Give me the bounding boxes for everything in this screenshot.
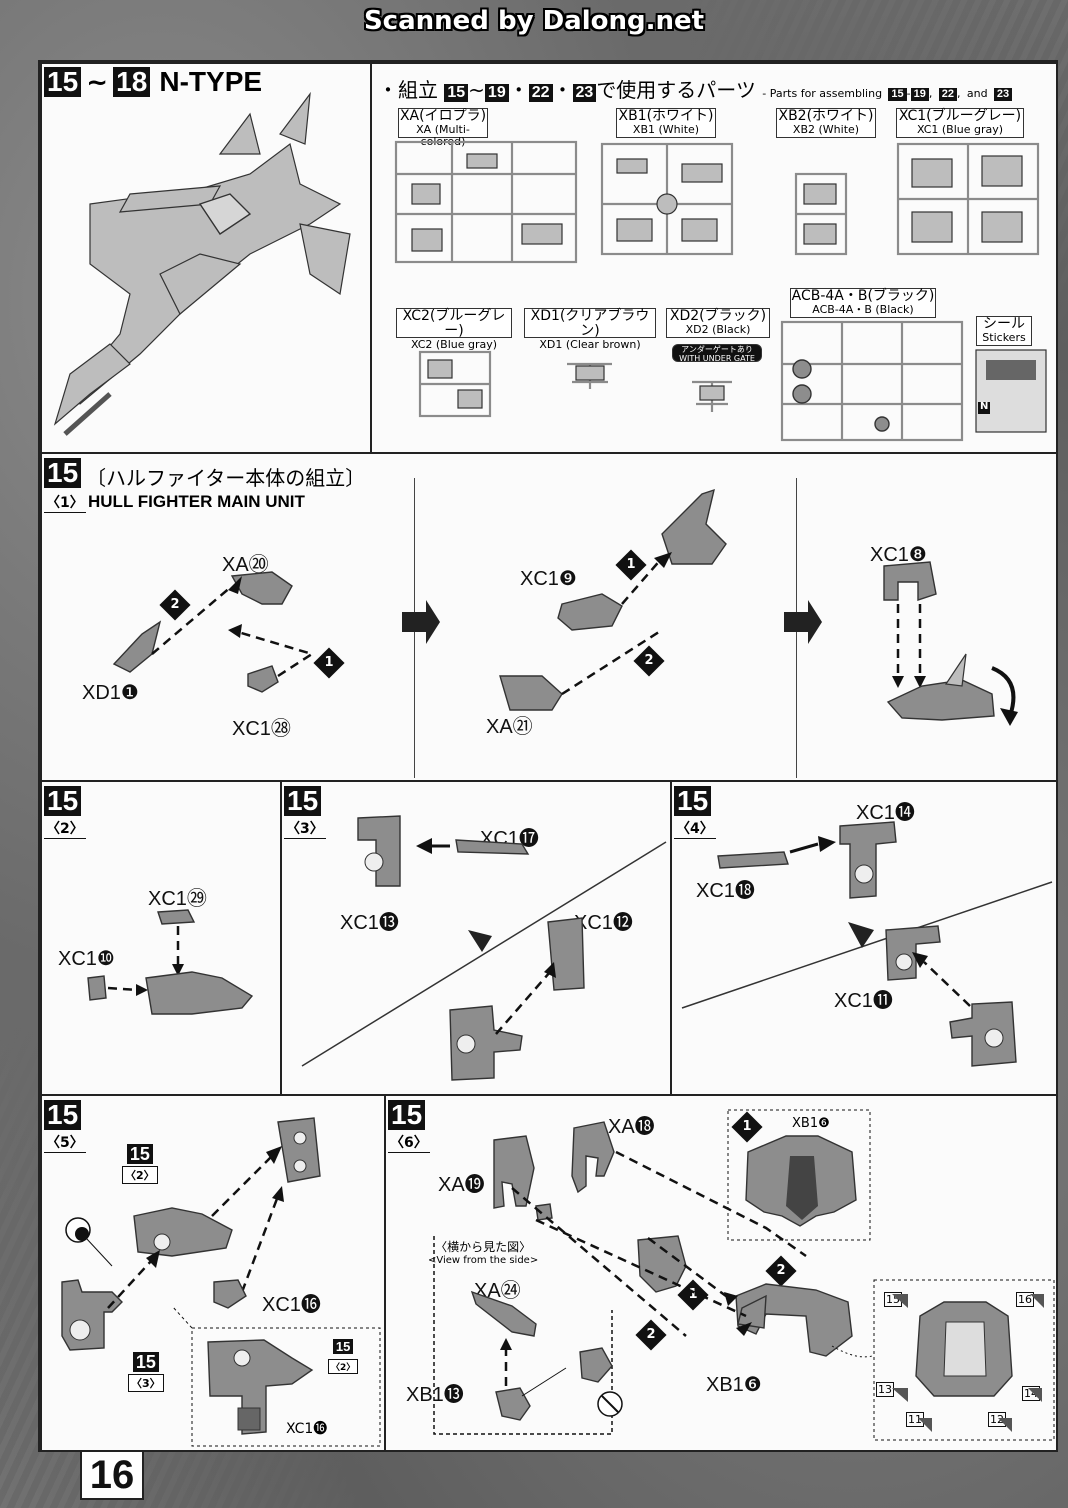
ntype-fighter-illustration bbox=[53, 91, 351, 436]
step15-6-diagram bbox=[433, 1109, 1055, 1441]
runner-label-xd2: XD2(ブラック)XD2 (Black) bbox=[666, 308, 770, 338]
label-xc1-16: XC1⓰ bbox=[262, 1294, 321, 1316]
step-start: 15 bbox=[44, 67, 82, 97]
step15-6-sub: 〈6〉 bbox=[388, 1132, 430, 1153]
runner-acb bbox=[780, 320, 964, 442]
label-xa20: XA⑳ bbox=[222, 554, 269, 576]
runner-label-xb1: XB1(ホワイト)XB1 (White) bbox=[616, 108, 716, 138]
parts-title-prefix: 組立 bbox=[398, 78, 438, 102]
step15-4-diagram bbox=[681, 821, 1053, 1067]
range-separator: ~ bbox=[86, 68, 109, 98]
label-xc1-28: XC1㉘ bbox=[232, 718, 291, 740]
side-view-caption: 〈横から見た図〉<View from the side> bbox=[428, 1240, 539, 1266]
step15-5-number: 15 bbox=[44, 1100, 82, 1130]
page-number: 16 bbox=[80, 1452, 144, 1500]
label-xc1-11: XC1⓫ bbox=[834, 990, 893, 1012]
step15-6-number: 15 bbox=[388, 1100, 426, 1130]
parts-title-suffix: で使用するパーツ bbox=[596, 78, 756, 102]
label-xc1-18: XC1⓲ bbox=[696, 880, 755, 902]
runner-xc1 bbox=[896, 142, 1040, 256]
runner-label-xa: XA(イロプラ)XA (Multi-colored) bbox=[398, 108, 488, 148]
step15-1-number: 15 bbox=[44, 458, 82, 488]
step15-1-title-jp: 〔ハルファイター本体の組立〕 bbox=[86, 466, 366, 490]
label-xa21: XA㉑ bbox=[486, 716, 533, 738]
runner-label-xc1: XC1(ブルーグレー)XC1 (Blue gray) bbox=[896, 108, 1024, 138]
step15-2-diagram bbox=[87, 909, 254, 1015]
sticker-13: 13 bbox=[876, 1382, 894, 1397]
runner-xd1 bbox=[567, 362, 612, 389]
step-end: 18 bbox=[113, 67, 151, 97]
parts-bullet: ・ bbox=[378, 78, 398, 102]
runner-xd2 bbox=[692, 380, 732, 412]
parts-title-en: - Parts for assembling bbox=[762, 87, 883, 100]
parts-step-23: 23 bbox=[572, 84, 597, 102]
parts-title-and: and bbox=[966, 87, 988, 100]
runner-label-acb: ACB-4A・B(ブラック)ACB-4A・B (Black) bbox=[790, 288, 936, 318]
runner-xa bbox=[394, 140, 578, 264]
step15-1-diagram bbox=[112, 488, 1018, 726]
label-xa19: XA⓳ bbox=[438, 1174, 485, 1196]
runner-illustrations bbox=[394, 140, 1047, 442]
step15-4-number: 15 bbox=[674, 786, 712, 816]
step15-3-sub: 〈3〉 bbox=[284, 818, 326, 839]
inset-ref-step15-2: 15 〈2〉 bbox=[328, 1336, 359, 1374]
ntype-panel: 15 ~ 18 N-TYPE bbox=[40, 62, 372, 454]
label-xb1-6-inset: XB1❻ bbox=[792, 1116, 830, 1131]
label-xc1-13: XC1⓭ bbox=[340, 912, 399, 934]
parts-en-step-15: 15 bbox=[888, 88, 907, 101]
step15-5-panel: 15 〈5〉 15 〈2〉 15 〈3〉 XC1⓰ XC1⓰ 15 〈2〉 bbox=[40, 1094, 386, 1452]
ntype-heading: 15 ~ 18 N-TYPE bbox=[44, 66, 262, 98]
parts-en-step-23: 23 bbox=[993, 88, 1013, 101]
step15-2-sub: 〈2〉 bbox=[44, 818, 86, 839]
parts-step-15: 15 bbox=[444, 84, 469, 102]
runner-xb1 bbox=[600, 142, 734, 256]
step15-1-title-en: HULL FIGHTER MAIN UNIT bbox=[88, 492, 305, 511]
step15-3-number: 15 bbox=[284, 786, 322, 816]
runner-label-xc2: XC2(ブルーグレー)XC2 (Blue gray) bbox=[396, 308, 512, 351]
label-xb1-13: XB1⓭ bbox=[406, 1384, 464, 1406]
parts-en-step-22: 22 bbox=[938, 88, 957, 101]
sticker-sheet bbox=[975, 349, 1047, 433]
step15-1-sub: 〈1〉 bbox=[44, 492, 86, 513]
runner-xb2 bbox=[794, 172, 848, 256]
step15-1-panel: 15 〔ハルファイター本体の組立〕 〈1〉 HULL FIGHTER MAIN … bbox=[40, 452, 1058, 782]
label-xc1-8: XC1❽ bbox=[870, 544, 927, 566]
label-xc1-10: XC1❿ bbox=[58, 948, 115, 970]
sticker-16: 16 bbox=[1016, 1292, 1034, 1307]
parts-step-22: 22 bbox=[528, 84, 553, 102]
step15-5-diagram bbox=[61, 1117, 381, 1447]
scan-credit: Scanned by Dalong.net bbox=[363, 6, 705, 36]
runner-label-xb2: XB2(ホワイト)XB2 (White) bbox=[776, 108, 876, 138]
label-xd1-1: XD1❶ bbox=[82, 682, 139, 704]
step15-3-diagram bbox=[301, 815, 667, 1081]
sticker-mark: N bbox=[980, 401, 989, 412]
ref-step15-2: 15 〈2〉 bbox=[122, 1144, 158, 1184]
label-xc1-29: XC1㉙ bbox=[148, 888, 207, 910]
runner-xc2 bbox=[418, 350, 492, 418]
label-xa18: XA⓲ bbox=[608, 1116, 655, 1138]
step15-4-sub: 〈4〉 bbox=[674, 818, 716, 839]
step15-6-panel: 15 〈6〉 XA⓲ XA⓳ XA㉔ XB1⓭ XB1❻ XB1❻ 〈横から見た… bbox=[384, 1094, 1058, 1452]
parts-step-19: 19 bbox=[484, 84, 509, 102]
label-xc1-9: XC1❾ bbox=[520, 568, 577, 590]
step15-5-sub: 〈5〉 bbox=[44, 1132, 86, 1153]
label-xc1-12: XC1⓬ bbox=[574, 912, 633, 934]
step15-2-panel: 15 〈2〉 XC1㉙ XC1❿ bbox=[40, 780, 282, 1096]
ref-step15-3: 15 〈3〉 bbox=[128, 1352, 164, 1392]
step15-3-panel: 15 〈3〉 XC1⓱ XC1⓭ XC1⓬ bbox=[280, 780, 672, 1096]
runner-label-xd1: XD1(クリアブラウン)XD1 (Clear brown) bbox=[524, 308, 656, 351]
step15-4-panel: 15 〈4〉 XC1⓮ XC1⓲ XC1⓫ bbox=[670, 780, 1058, 1096]
step15-2-number: 15 bbox=[44, 786, 82, 816]
ntype-title: N-TYPE bbox=[159, 66, 263, 97]
label-xc1-14: XC1⓮ bbox=[856, 802, 915, 824]
label-xb1-6: XB1❻ bbox=[706, 1374, 762, 1396]
label-xc1-16-inset: XC1⓰ bbox=[286, 1421, 328, 1437]
parts-en-step-19: 19 bbox=[910, 88, 929, 101]
